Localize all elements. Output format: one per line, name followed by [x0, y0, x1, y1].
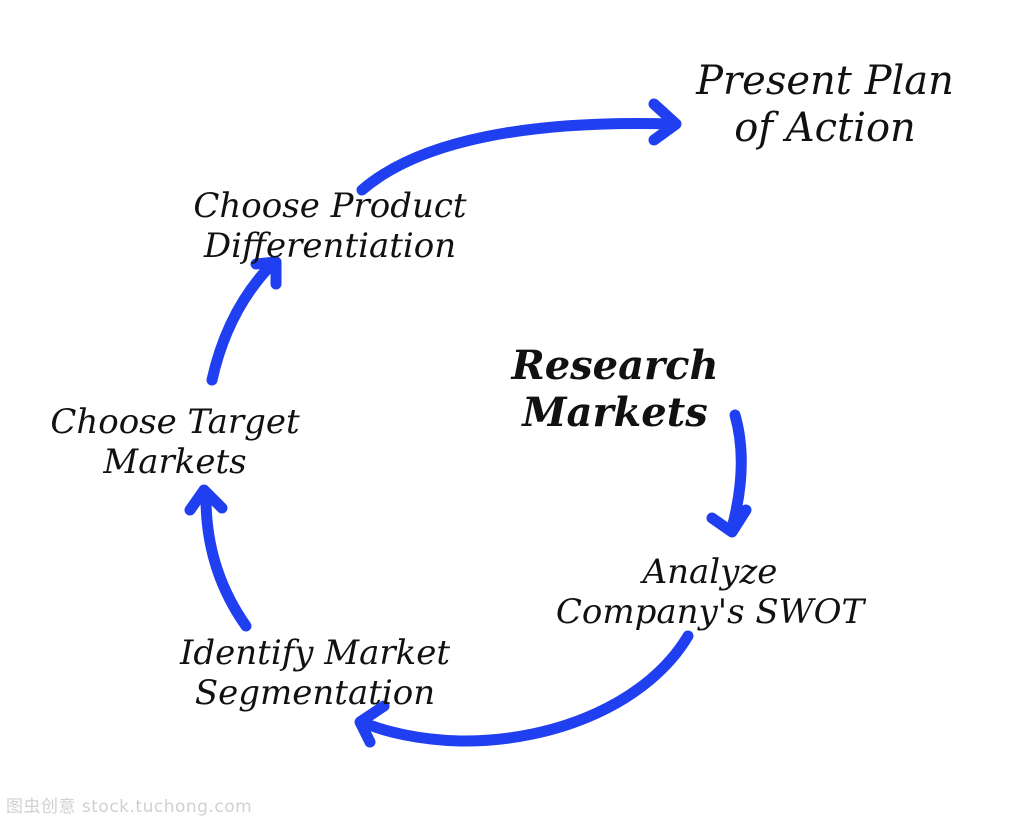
arrow-segmentation-to-target [200, 492, 252, 632]
node-plan-line2: of Action [734, 105, 916, 152]
arrow-target-to-differentiation [206, 258, 278, 386]
arrowhead-differentiation-to-plan [648, 98, 682, 146]
arrow-swot-to-segmentation [356, 630, 694, 747]
node-swot-line1: Analyze [642, 552, 778, 592]
arrow-differentiation-to-plan [356, 118, 678, 196]
node-differentiation-line2: Differentiation [203, 226, 457, 267]
node-segmentation-line1: Identify Market [179, 633, 451, 673]
node-segmentation-line2: Segmentation [194, 673, 436, 714]
node-research-line2: Markets [522, 389, 708, 437]
arrow-research-to-swot [726, 409, 747, 534]
node-analyze-company-swot: Analyze Company's SWOT [520, 552, 900, 632]
watermark: 图虫创意 stock.tuchong.com [6, 797, 253, 817]
node-choose-product-differentiation: Choose Product Differentiation [150, 186, 510, 266]
node-swot-line2: Company's SWOT [555, 592, 865, 633]
arrowhead-research-to-swot [706, 504, 752, 538]
node-plan-line1: Present Plan [696, 58, 954, 104]
arrowhead-segmentation-to-target [184, 484, 228, 516]
node-research-line1: Research [511, 342, 719, 389]
node-target-line1: Choose Target [50, 402, 300, 442]
node-choose-target-markets: Choose Target Markets [20, 402, 330, 482]
node-present-plan-of-action: Present Plan of Action [640, 58, 1010, 152]
node-target-line2: Markets [103, 442, 247, 483]
node-differentiation-line1: Choose Product [193, 186, 467, 226]
node-research-markets: Research Markets [470, 342, 760, 436]
node-identify-market-segmentation: Identify Market Segmentation [130, 633, 500, 713]
arrowhead-swot-to-segmentation [354, 700, 390, 748]
arrowhead-target-to-differentiation [250, 256, 282, 290]
